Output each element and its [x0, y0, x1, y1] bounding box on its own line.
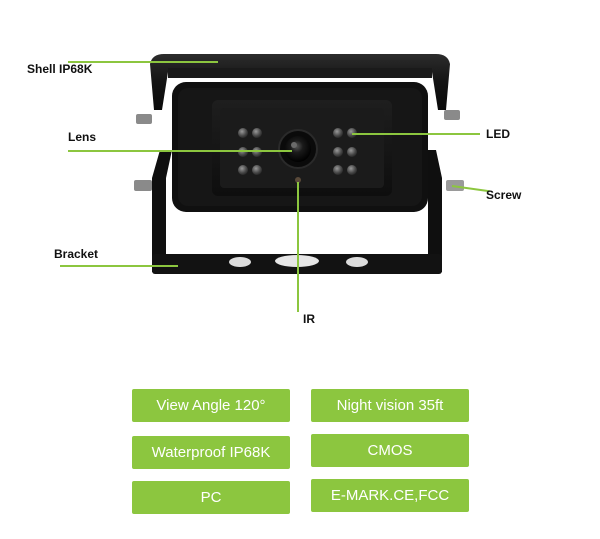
feature-badge-night-vision: Night vision 35ft	[311, 389, 469, 422]
ir-sensor	[295, 177, 301, 183]
shell-leader-line	[68, 61, 218, 63]
screw-label: Screw	[486, 188, 522, 202]
feature-badge-waterproof: Waterproof IP68K	[132, 436, 290, 469]
camera-diagram: Shell IP68K Lens Bracket LED Screw IR	[27, 54, 522, 326]
feature-badge-pc: PC	[132, 481, 290, 514]
bracket-leader-line	[60, 265, 178, 267]
ir-label: IR	[303, 312, 315, 326]
lens-label: Lens	[68, 130, 97, 144]
lens	[278, 129, 318, 169]
feature-badge-certification: E-MARK.CE,FCC	[311, 479, 469, 512]
shell	[150, 54, 450, 110]
ir-leader-line	[297, 182, 299, 312]
led-leader-line	[352, 133, 480, 135]
led-label: LED	[486, 127, 510, 141]
bracket-label: Bracket	[54, 247, 99, 261]
camera-illustration	[134, 54, 464, 274]
feature-badge-view-angle: View Angle 120°	[132, 389, 290, 422]
lens-leader-line	[68, 150, 292, 152]
led-array-left	[238, 128, 262, 175]
shell-label: Shell IP68K	[27, 62, 93, 76]
feature-badge-cmos: CMOS	[311, 434, 469, 467]
